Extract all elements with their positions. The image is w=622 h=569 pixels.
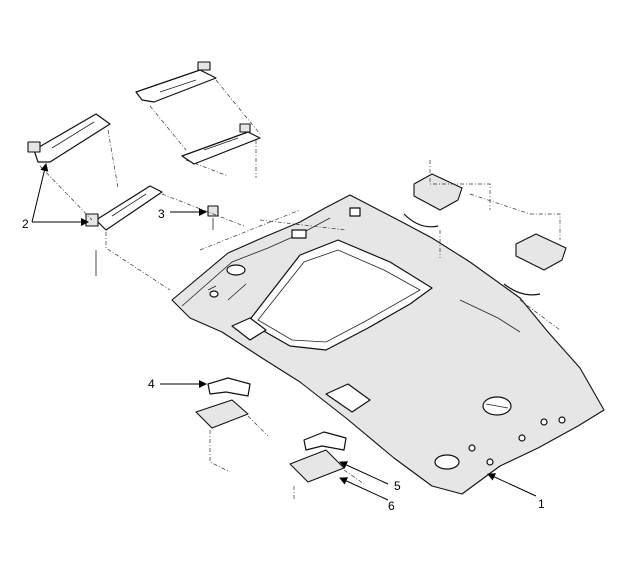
assist-handle-rear	[289, 431, 347, 483]
alignment-lines	[39, 79, 561, 500]
callout-2: 2	[22, 217, 29, 231]
headliner-panel	[171, 194, 605, 495]
callout-6: 6	[388, 499, 395, 513]
sun-visor-right	[135, 61, 261, 165]
callout-1: 1	[538, 497, 545, 511]
callout-leaders	[31, 163, 537, 501]
callout-4: 4	[148, 377, 155, 391]
callout-5: 5	[394, 479, 401, 493]
visor-retainer	[207, 205, 219, 230]
visor-pivot-icon	[197, 61, 211, 71]
sunroof-opening	[247, 239, 433, 351]
sun-visor-left	[27, 113, 163, 276]
assist-handle-front	[195, 377, 251, 429]
rear-brackets	[403, 173, 567, 296]
callout-3: 3	[158, 207, 165, 221]
